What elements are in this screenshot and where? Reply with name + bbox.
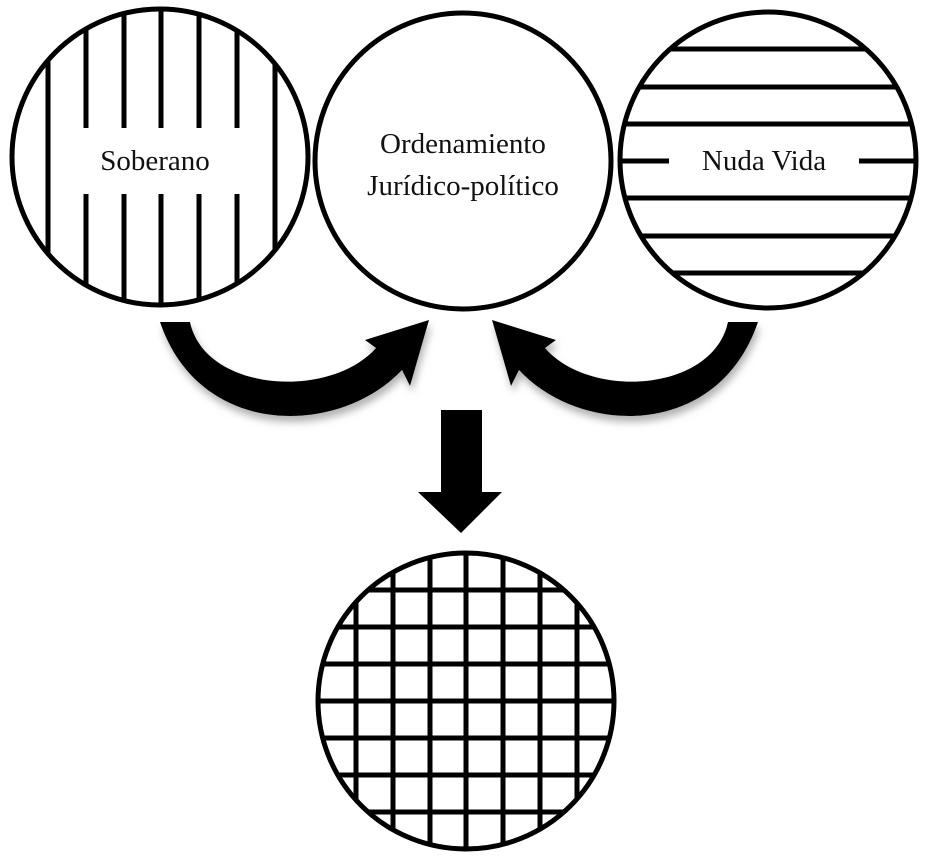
soberano-label-box xyxy=(62,128,258,194)
nuda-vida-label: Nuda Vida xyxy=(702,145,826,177)
nuda-vida-node: Nuda Vida xyxy=(617,9,919,311)
arrow-down-to-result xyxy=(418,410,502,533)
result-circle xyxy=(315,550,617,852)
curved-arrow-right xyxy=(492,320,758,416)
ordenamiento-node: Ordenamiento Jurídico-político xyxy=(312,10,614,312)
grid-pattern xyxy=(318,553,614,849)
soberano-label: Soberano xyxy=(100,145,210,177)
down-arrow xyxy=(418,410,502,533)
nuda-vida-label-box xyxy=(669,132,859,188)
ordenamiento-label-line1: Ordenamiento xyxy=(380,128,546,160)
nuda-vida-circle xyxy=(617,9,919,311)
arrow-nuda-vida-to-ordenamiento xyxy=(492,320,758,416)
soberano-circle xyxy=(9,6,311,308)
ordenamiento-label-line2: Jurídico-político xyxy=(367,170,559,202)
arrow-soberano-to-ordenamiento xyxy=(160,320,429,416)
ordenamiento-circle xyxy=(312,10,614,312)
soberano-node: Soberano xyxy=(9,6,311,308)
result-node xyxy=(315,550,617,852)
curved-arrow-left xyxy=(160,320,429,416)
